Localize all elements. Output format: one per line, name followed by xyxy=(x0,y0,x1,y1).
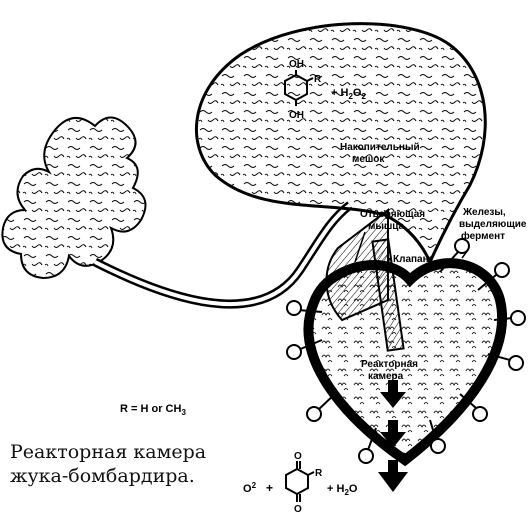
quinone-o-bottom: O xyxy=(294,504,302,515)
valve-label: Клапан xyxy=(393,254,429,265)
oh-bottom: OH xyxy=(289,110,304,121)
secretory-gland-lobe xyxy=(2,117,145,278)
water-product: + H2O xyxy=(327,483,358,497)
quinone-r: R xyxy=(315,468,323,479)
plus-sign: + xyxy=(266,481,273,495)
quinone-o-top: O xyxy=(294,451,302,462)
quinone-structure xyxy=(286,461,314,502)
oxygen-product: O2 xyxy=(243,481,257,495)
oh-top: OH xyxy=(289,59,304,70)
r-definition: R = H or CH3 xyxy=(120,403,186,417)
caption-line-1: Реакторная камера xyxy=(10,440,230,464)
figure-caption: Реакторная камера жука-бомбардира. xyxy=(10,440,230,488)
reactant-r: R xyxy=(314,74,322,85)
caption-line-2: жука-бомбардира. xyxy=(10,464,230,488)
